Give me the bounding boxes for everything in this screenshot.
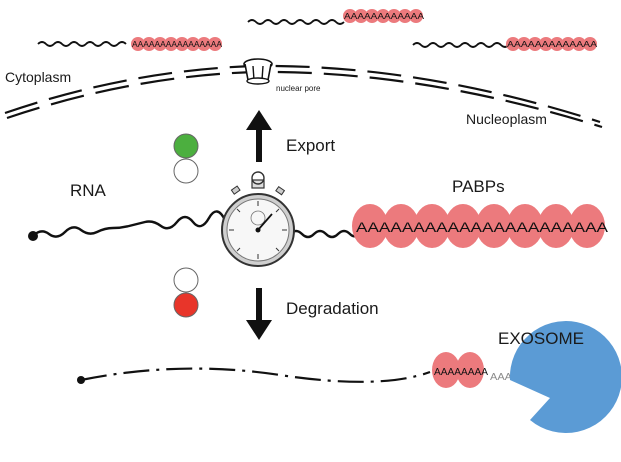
down-arrow-icon [246, 288, 272, 340]
cytoplasm-label: Cytoplasm [5, 69, 71, 85]
export-signal-indicator [173, 133, 199, 184]
nuclear-pore-label: nuclear pore [276, 84, 321, 93]
poly-a-tail: AAAAAAAAAAAA [344, 12, 425, 21]
exosome-icon [509, 321, 621, 433]
stopwatch-icon [221, 171, 295, 267]
up-arrow-icon [246, 110, 272, 162]
exported-mrna-left: AAAAAAAAAAAAAAAA [37, 37, 223, 51]
rna-label: RNA [70, 181, 107, 200]
degradation-label: Degradation [286, 299, 379, 318]
pabps-label: PABPs [452, 177, 505, 196]
poly-a-tail-main: AAAAAAAAAAAAAAAAAAAAAA [356, 219, 609, 235]
nucleoplasm-label: Nucleoplasm [466, 111, 547, 127]
poly-a-tail-bound: AAAAAAAA [434, 367, 488, 378]
degradation-signal-indicator [173, 267, 199, 318]
exported-mrna-center: AAAAAAAAAAAA [247, 9, 425, 25]
pabp-bottom [432, 352, 484, 388]
main-rna [28, 210, 364, 241]
poly-a-tail: AAAAAAAAAAAAA [507, 40, 598, 49]
nuclear-pore-icon [243, 58, 273, 85]
degrading-mrna [77, 367, 431, 384]
pabp-cluster [352, 204, 605, 248]
exosome-label: EXOSOME [498, 329, 584, 348]
poly-a-tail: AAAAAAAAAAAAAAAA [132, 40, 223, 49]
exported-mrna-right: AAAAAAAAAAAAA [412, 37, 598, 51]
export-label: Export [286, 136, 335, 155]
